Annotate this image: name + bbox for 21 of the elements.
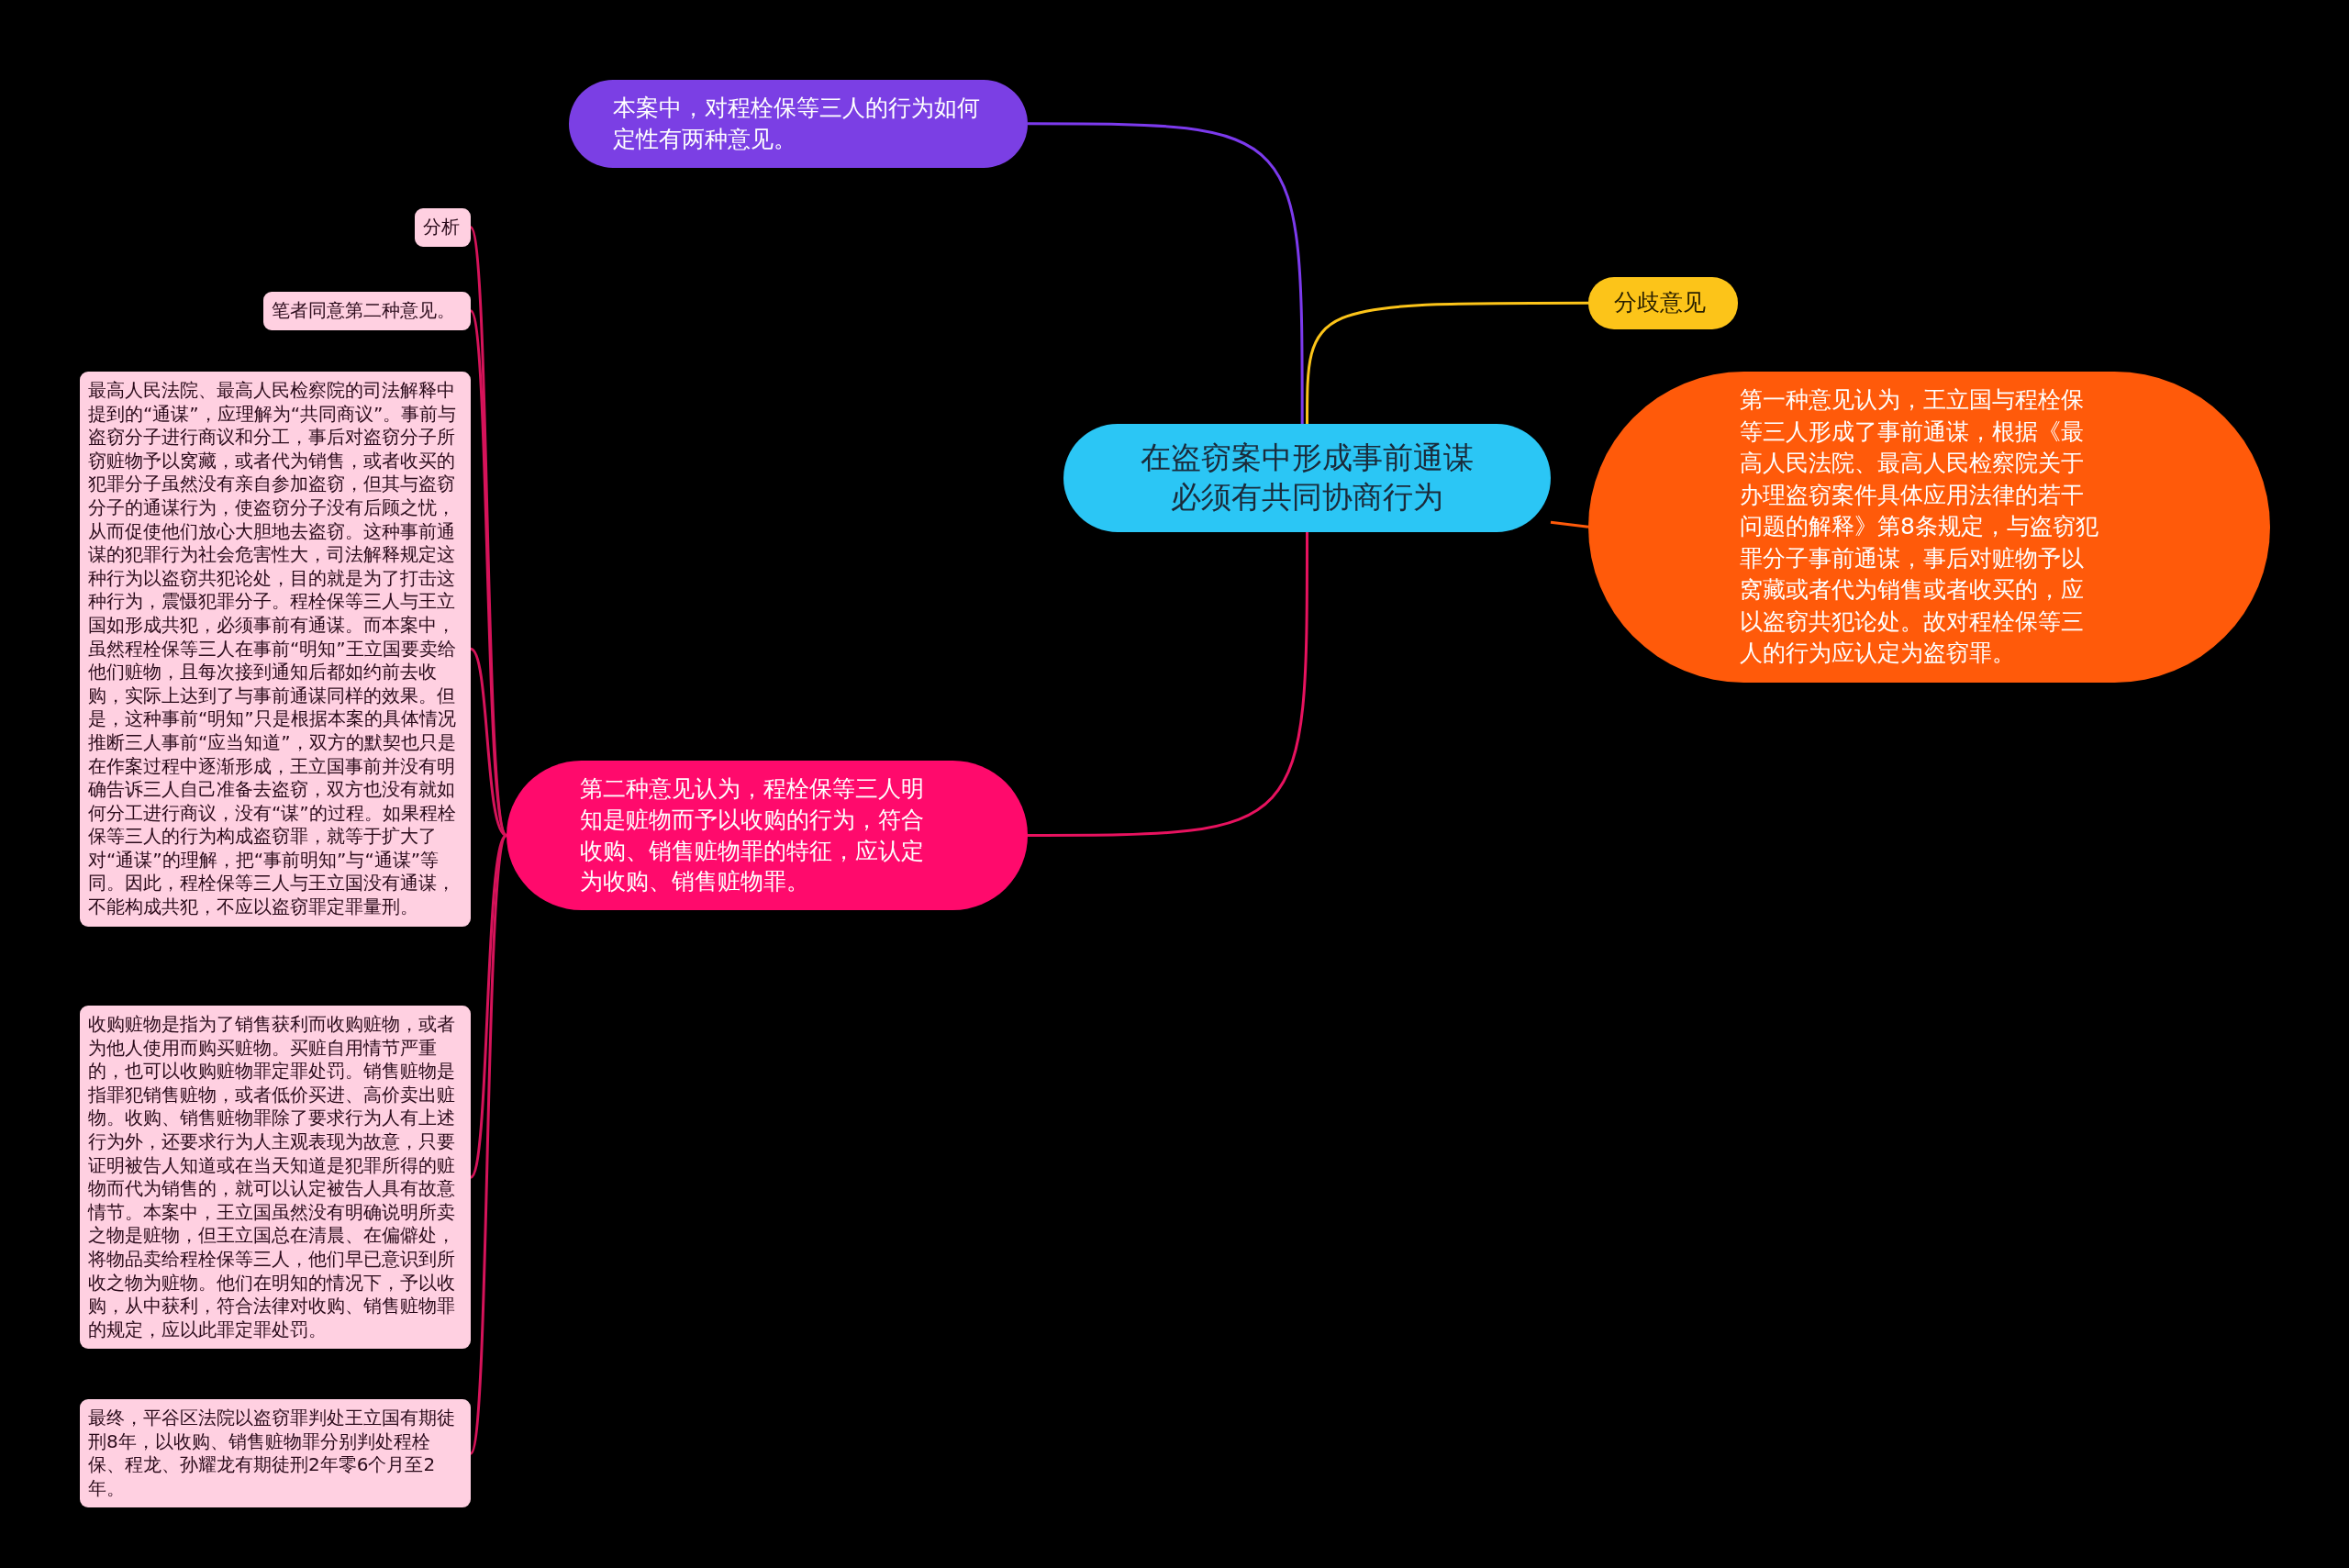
- connector-line: [1306, 301, 1588, 424]
- connector-line: [469, 834, 508, 1178]
- node-text: 最终，平谷区法院以盗窃罪判处王立国有期徒刑8年，以收购、销售赃物罪分别判处程栓保、程龙、孙耀龙有期徒刑2年零6个月至2年。: [88, 1407, 456, 1501]
- node-text: 最高人民法院、最高人民检察院的司法解释中提到的“通谋”，应理解为“共同商议”。事前与盗窃分子进行商议和分工，事后对盗窃分子所窃赃物予以窝藏，或者代为销售，或者收买的犯罪分子虽然没有亲自参加盗窃，但其与盗窃分子的通谋行为，使盗窃分子没有后顾之忧，从而促使他们放心大胆地去盗窃。这种事前通谋的犯罪行为社会危害性大，司法解释规定这种行为以盗窃共犯论处，目的就是为了打击这种行为，震慑犯罪分子。程栓保等三人与王立国如形成共犯，必须事前有通谋。而本案中，虽然程栓保等三人在事前“明知”王立国要卖给他们赃物，且每次接到通知后都如约前去收购，实际上达到了与事前通谋同样的效果。但是，这种事前“明知”只是根据本案的具体情况推断三人事前“应当知道”，双方的默契也只是在作案过程中逐渐形成，王立国事前并没有明确告诉三人自己准备去盗窃，双方也没有就如何分工进行商议，没有“谋”的过程。如果程栓保等三人的行为构成盗窃罪，就等于扩大了对“通谋”的理解，把“事前明知”与“通谋”等同。因此，程栓保等三人与王立国没有通谋，不能构成共犯，不应以盗窃罪定罪量刑。: [88, 379, 458, 919]
- node-text: 第二种意见认为，程栓保等三人明知是赃物而予以收购的行为，符合收购、销售赃物罪的特征，应认定为收购、销售赃物罪。: [580, 774, 925, 897]
- connector-line: [1028, 531, 1308, 837]
- node-text: 收购赃物是指为了销售获利而收购赃物，或者为他人使用而购买赃物。买赃自用情节严重的，也可以收购赃物罪定罪处罚。销售赃物是指罪犯销售赃物，或者低价买进、高价卖出赃物。收购、销售赃物罪除了要求行为人有上述行为外，还要求行为人主观表现为故意，只要证明被告人知道或在当天知道是犯罪所得的赃物而代为销售的，就可以认定被告人具有故意情节。本案中，王立国虽然没有明确说明所卖之物是赃物，但王立国总在清晨、在偏僻处，将物品卖给程栓保等三人，他们早已意识到所收之物为赃物。他们在明知的情况下，予以收购，从中获利，符合法律对收购、销售赃物罪的规定，应以此罪定罪处罚。: [88, 1013, 456, 1342]
- node-text: 分歧意见: [1614, 288, 1707, 317]
- node-text: 笔者同意第二种意见。: [272, 299, 456, 323]
- note-box: [415, 208, 471, 247]
- connector-line: [1028, 122, 1304, 424]
- node-text: 在盗窃案中形成事前通谋必须有共同协商行为: [1140, 439, 1475, 517]
- node-text: 第一种意见认为，王立国与程栓保等三人形成了事前通谋，根据《最高人民法院、最高人民检察院关于办理盗窃案件具体应用法律的若干问题的解释》第8条规定，与盗窃犯罪分子事前通谋，事后对赃物予以窝藏或者代为销售或者收买的，应以盗窃共犯论处。故对程栓保等三人的行为应认定为盗窃罪。: [1740, 385, 2099, 668]
- node-text: 本案中，对程栓保等三人的行为如何定性有两种意见。: [613, 94, 981, 154]
- topic-box: [1588, 277, 1738, 329]
- connector-line: [1550, 520, 1589, 528]
- connector-line: [469, 834, 508, 1454]
- note-box: [263, 292, 471, 330]
- note-box: [80, 1399, 471, 1508]
- connector-line: [470, 648, 507, 837]
- node-text: 分析: [423, 216, 461, 239]
